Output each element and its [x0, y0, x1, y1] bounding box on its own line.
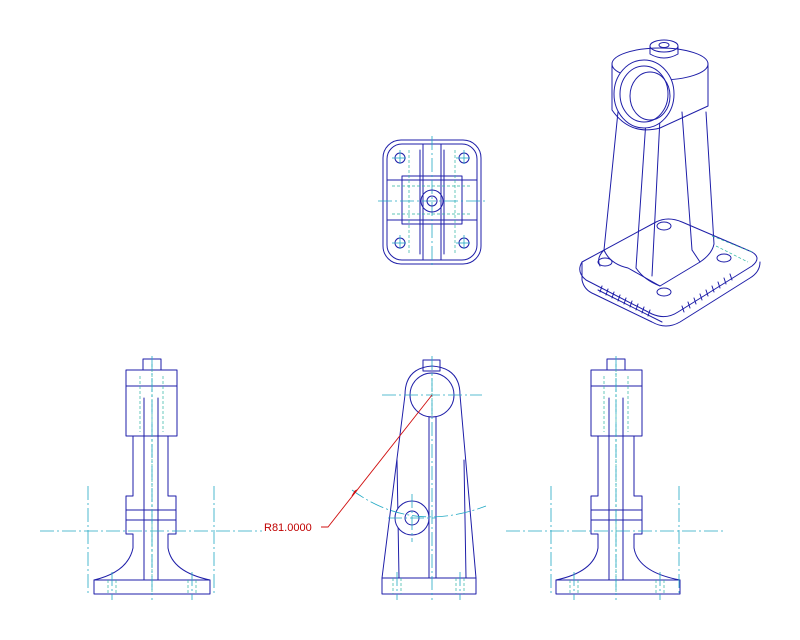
isometric-view [579, 39, 761, 327]
front-view [351, 356, 487, 600]
radius-dimension: R81.0000 [264, 394, 433, 534]
left-side-view [40, 356, 262, 600]
top-view [378, 136, 486, 268]
radius-dimension-label: R81.0000 [264, 522, 312, 534]
dimension-arrow-icon [351, 489, 358, 497]
right-side-view [506, 356, 726, 600]
dimension-leader-line [321, 394, 433, 528]
